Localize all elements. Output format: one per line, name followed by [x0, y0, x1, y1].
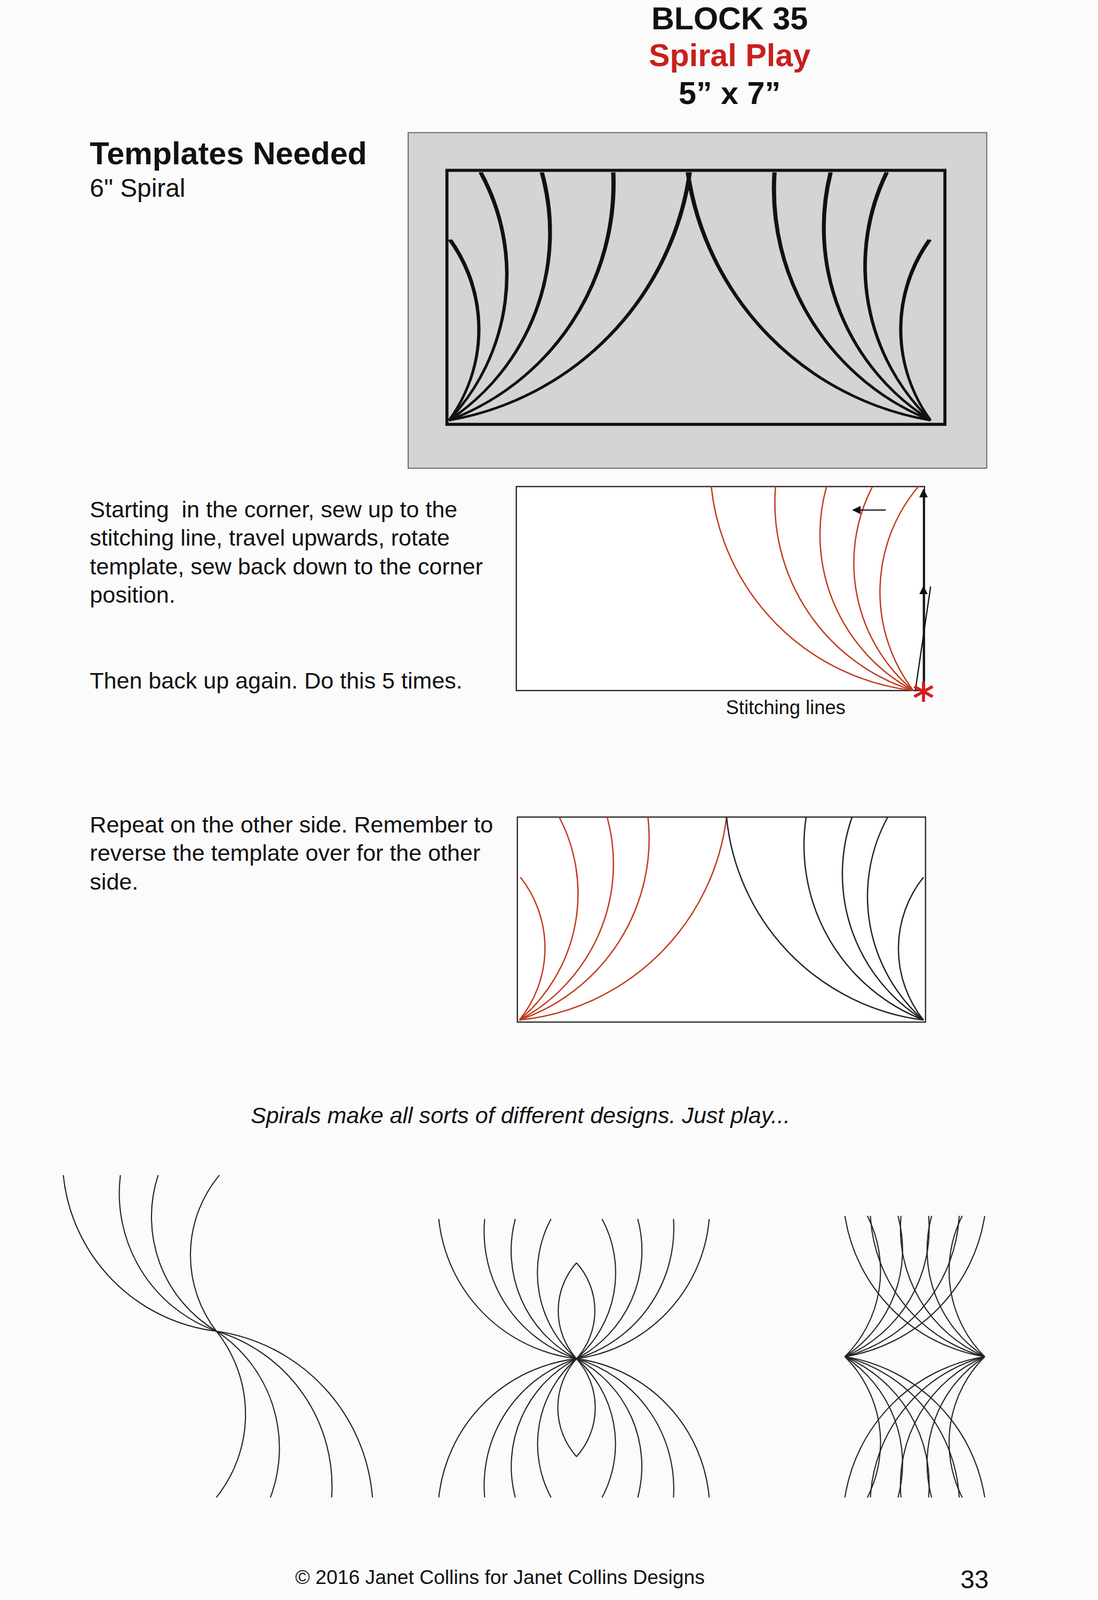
spiral-arc [774, 486, 913, 691]
spiral-arc [537, 1219, 577, 1360]
spiral-arc [449, 172, 691, 421]
spiral-arc [879, 486, 919, 691]
spiral-arc [511, 1359, 577, 1499]
block-size: 5” x 7” [642, 74, 817, 113]
spiral-arc [927, 1216, 985, 1358]
block-name: Spiral Play [612, 36, 848, 75]
spiral-arc [519, 817, 650, 1021]
spiral-arc [519, 817, 614, 1021]
spiral-arc [449, 172, 552, 421]
spiral-arc [845, 1216, 930, 1358]
spiral-arc [870, 1216, 985, 1358]
template-panel [408, 132, 987, 469]
spiral-arc [576, 1359, 674, 1499]
spiral-arc [864, 172, 931, 421]
spiral-arc [576, 1359, 710, 1499]
spiral-arc [867, 817, 924, 1021]
spiral-arc [845, 1216, 903, 1358]
spiral-arc [845, 1357, 960, 1499]
spiral-arc [845, 1357, 903, 1499]
spiral-arc [865, 172, 932, 421]
spiral-arc [820, 486, 914, 691]
spiral-arc [511, 1219, 577, 1360]
spiral-arc [845, 1357, 985, 1499]
template-name: 6" Spiral [89, 172, 396, 203]
spiral-arc [216, 1331, 246, 1499]
spiral-arc [449, 239, 479, 421]
spiral-arc [576, 1219, 674, 1360]
spiral-arc [853, 486, 913, 691]
spiral-arc [576, 1219, 643, 1360]
spiral-arc [151, 1175, 217, 1332]
spiral-arc [576, 1359, 642, 1499]
spiral-arc [900, 1216, 985, 1358]
spiral-arc [823, 172, 932, 421]
block-title: BLOCK 35 [642, 0, 817, 38]
figure-label: Stitching lines [704, 696, 868, 721]
spiral-arc [216, 1331, 332, 1499]
spiral-arc [576, 1219, 710, 1360]
spiral-arc [900, 239, 931, 421]
spiral-arc [438, 1359, 577, 1499]
spiral-arc [845, 1357, 930, 1499]
spiral-arc [190, 1175, 220, 1332]
spiral-arc [845, 1216, 985, 1358]
spiral-arc [576, 1359, 596, 1458]
note-text: Spirals make all sorts of different desi… [153, 1102, 888, 1131]
spiral-arc [688, 172, 931, 421]
spiral-arc [845, 1357, 985, 1499]
section-heading: Templates Needed [89, 134, 407, 173]
spiral-arc [558, 1263, 577, 1360]
spiral-arc [824, 172, 932, 421]
spiral-arc [842, 817, 924, 1021]
spiral-arc [845, 1216, 985, 1358]
spiral-arc [949, 1216, 985, 1358]
copyright: © 2016 Janet Collins for Janet Collins D… [234, 1566, 766, 1591]
spiral-arc [449, 172, 689, 421]
spiral-arc [576, 1263, 595, 1360]
spiral-arc [519, 817, 579, 1021]
spiral-arc [898, 877, 924, 1021]
spiral-arc [949, 1357, 985, 1499]
spiral-arc [773, 172, 931, 421]
travel-arrows [853, 489, 931, 691]
spiral-arc [870, 1357, 985, 1499]
instruction-text: Starting in the corner, sew up to the st… [89, 496, 511, 611]
block-outline [447, 170, 945, 425]
spiral-arc [519, 817, 727, 1021]
spiral-arc [483, 1359, 577, 1499]
spiral-arc [726, 817, 924, 1021]
spiral-arc [845, 1357, 881, 1499]
spiral-arcs [63, 172, 985, 1498]
spiral-arc [537, 1359, 577, 1499]
spiral-arc [438, 1219, 577, 1360]
spiral-arc [449, 172, 615, 421]
start-asterisk [914, 681, 933, 703]
spiral-arc [558, 1359, 577, 1458]
spiral-arc [686, 172, 931, 421]
spiral-arc [449, 172, 550, 421]
spiral-arc [711, 486, 914, 691]
spiral-arc [449, 239, 480, 421]
spiral-arc [216, 1331, 280, 1499]
spiral-arc [576, 1359, 616, 1499]
instruction-text: Repeat on the other side. Remember to re… [89, 811, 498, 898]
spiral-arc [900, 1357, 985, 1499]
spiral-arc [483, 1219, 577, 1360]
spiral-arc [927, 1357, 985, 1499]
spiral-arc [216, 1331, 373, 1499]
step-one-block [516, 486, 925, 691]
spiral-arc [804, 817, 924, 1021]
spiral-arc [845, 1216, 960, 1358]
spiral-arc [449, 172, 508, 421]
step-two-block [517, 817, 926, 1023]
page-number: 33 [943, 1564, 1006, 1595]
spiral-arc [845, 1216, 881, 1358]
spiral-arc [576, 1219, 616, 1360]
spiral-arc [63, 1175, 217, 1332]
instruction-text: Then back up again. Do this 5 times. [89, 667, 511, 696]
